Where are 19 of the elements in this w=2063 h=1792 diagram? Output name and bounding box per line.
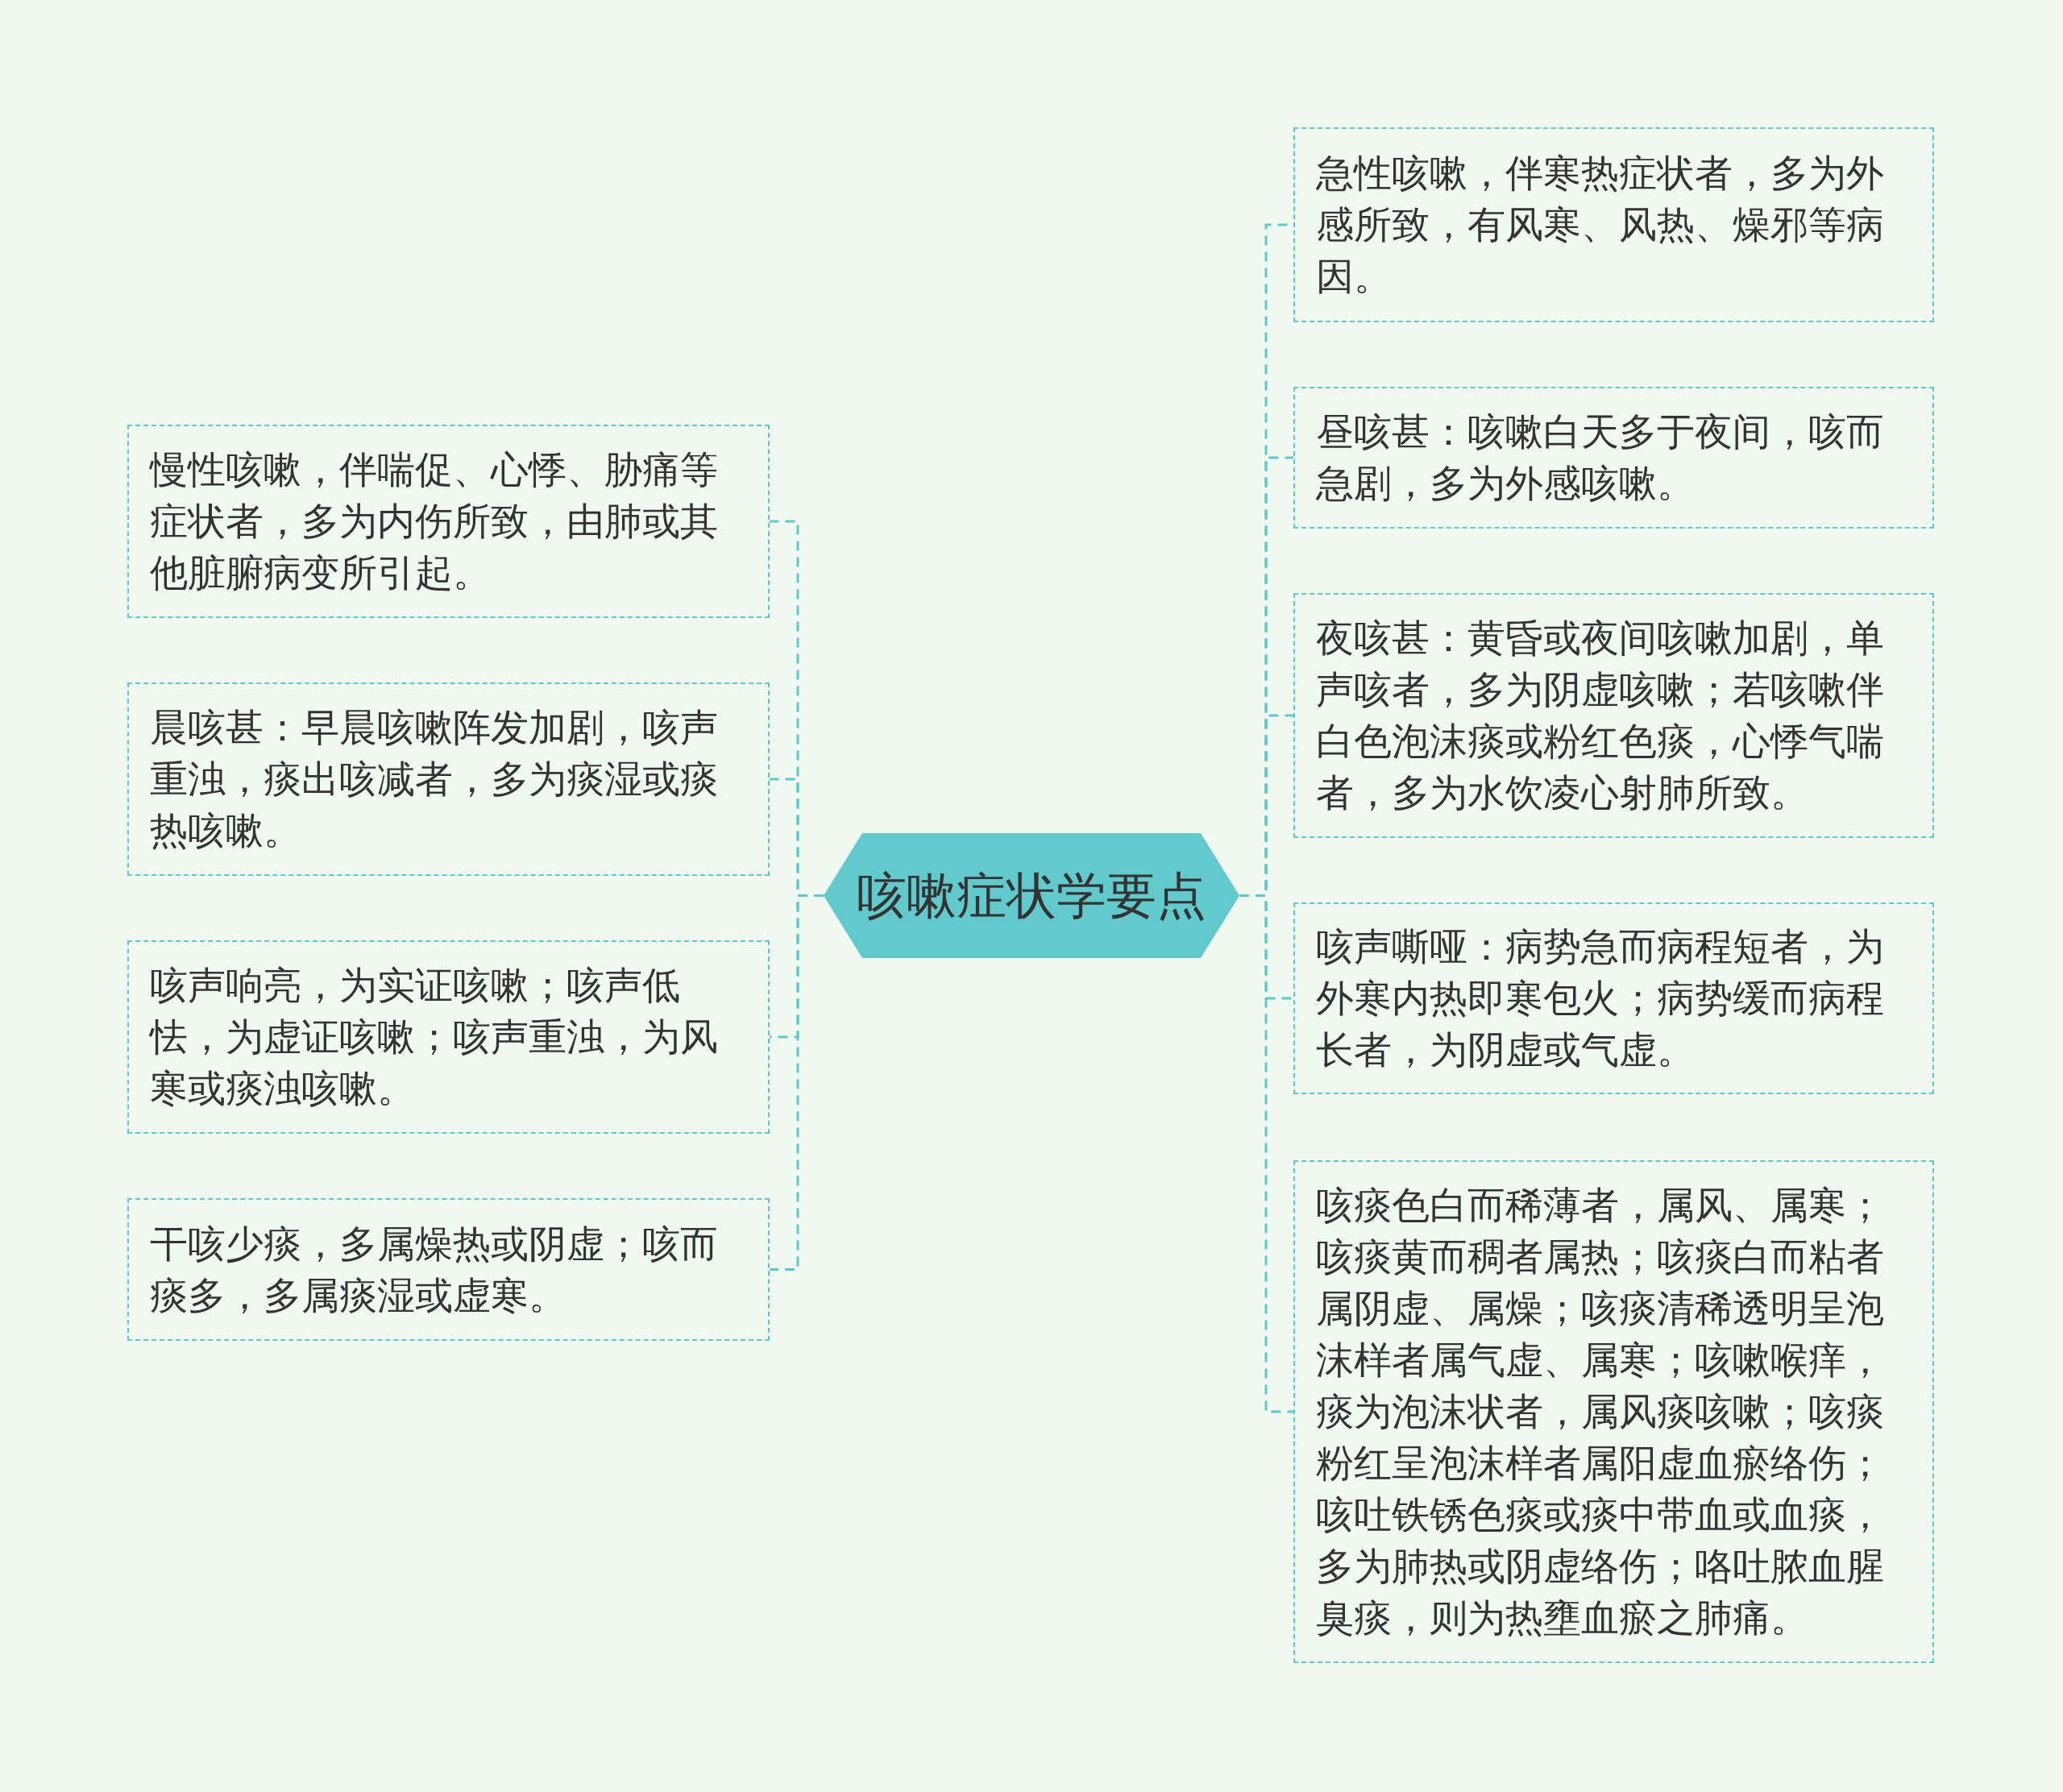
topic-text: 慢性咳嗽，伴喘促、心悸、胁痛等症状者，多为内伤所致，由肺或其他脏腑病变所引起。 — [150, 446, 719, 596]
topic-text: 咳痰色白而稀薄者，属风、属寒；咳痰黄而稠者属热；咳痰白而粘者属阴虚、属燥；咳痰清稀透明呈泡沫样者属气虚、属寒；咳嗽喉痒，痰为泡沫状者，属风痰咳嗽；咳痰粉红呈泡沫样者属阳虚血瘀络伤；咳吐铁锈色痰或痰中带血或血痰，多为肺热或阴虚络伤；咯吐脓血腥臭痰，则为热壅血瘀之肺痛。 — [1316, 1182, 1885, 1641]
topic-text: 晨咳甚：早晨咳嗽阵发加剧，咳声重浊，痰出咳减者，多为痰湿或痰热咳嗽。 — [150, 704, 719, 854]
topic-box — [127, 682, 770, 876]
topic-box — [1293, 902, 1934, 1094]
topic-text: 昼咳甚：咳嗽白天多于夜间，咳而急剧，多为外感咳嗽。 — [1316, 409, 1885, 507]
topic-box — [1293, 1160, 1934, 1663]
topic-text: 咳声嘶哑：病势急而病程短者，为外寒内热即寒包火；病势缓而病程长者，为阴虚或气虚。 — [1316, 923, 1885, 1073]
topic-box — [1293, 593, 1934, 838]
topic-box — [1293, 387, 1934, 529]
topic-box — [1293, 127, 1934, 322]
topic-box — [127, 940, 770, 1134]
topic-text: 夜咳甚：黄昏或夜间咳嗽加剧，单声咳者，多为阴虚咳嗽；若咳嗽伴白色泡沫痰或粉红色痰，心悸气喘者，多为水饮凌心射肺所致。 — [1316, 615, 1885, 816]
topic-text: 干咳少痰，多属燥热或阴虚；咳而痰多，多属痰湿或虚寒。 — [150, 1220, 719, 1319]
topic-text: 急性咳嗽，伴寒热症状者，多为外感所致，有风寒、风热、燥邪等病因。 — [1316, 150, 1885, 300]
topic-box — [127, 1198, 770, 1341]
central-topic-text: 咳嗽症状学要点 — [857, 865, 1206, 927]
topic-box — [127, 425, 770, 618]
topic-text: 咳声响亮，为实证咳嗽；咳声低怯，为虚证咳嗽；咳声重浊，为风寒或痰浊咳嗽。 — [150, 962, 719, 1112]
